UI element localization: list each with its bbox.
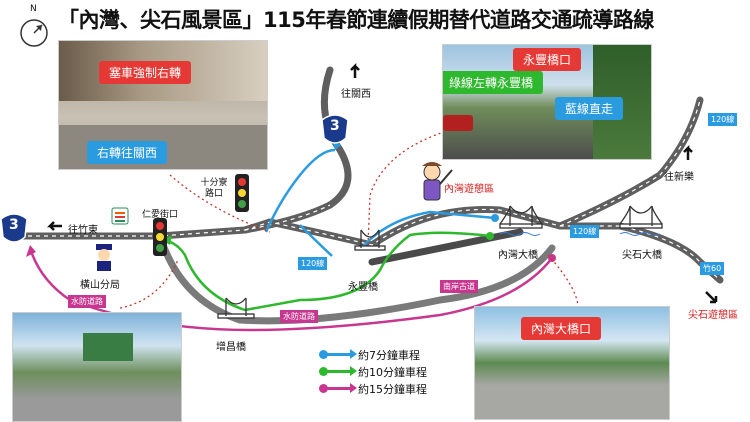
legend-label-blue: 約7分鐘車程 — [358, 348, 420, 362]
label-neiwan-bridge: 內灣大橋 — [498, 250, 538, 261]
photo-neiwan-bridge-junction: 內灣大橋口 — [474, 306, 670, 420]
road-tag-120-b: 120線 — [570, 225, 600, 238]
callout-neiwan-bridge — [547, 254, 579, 306]
route-blue-start — [491, 214, 499, 222]
highway-shield-3-north — [321, 114, 349, 144]
police-officer-icon — [96, 244, 112, 271]
guide-person-icon — [422, 162, 453, 201]
bridge-icons — [217, 205, 663, 319]
compass-north-label: N — [30, 4, 37, 14]
legend: 約7分鐘車程 約10分鐘車程 約15分鐘車程 — [319, 346, 427, 397]
shield-number-north: 3 — [330, 118, 340, 134]
road-tag-120-a: 120線 — [298, 257, 328, 270]
bridge-yongfeng-icon — [354, 229, 386, 251]
bridge-jianshi-icon — [619, 205, 663, 229]
label-guanxi: 往關西 — [341, 89, 371, 100]
road-east — [241, 205, 724, 284]
compass-icon — [20, 19, 48, 47]
label-zhudong: 往竹東 — [68, 225, 98, 236]
label-renai: 仁愛街口 — [142, 210, 179, 220]
bridge-neiwan-icon — [499, 205, 543, 229]
photo-br-label-a: 內灣大橋口 — [521, 317, 602, 340]
direction-arrows — [46, 62, 718, 304]
water-waves — [499, 232, 661, 236]
legend-item-blue: 約7分鐘車程 — [319, 346, 427, 363]
road-tag-zhu60: 竹60 — [700, 262, 725, 275]
route-green — [159, 231, 491, 312]
label-hengshan: 橫山分局 — [80, 280, 120, 291]
sign-board — [83, 333, 133, 361]
label-shiliao: 十分寮路口 — [200, 178, 228, 199]
label-jianshi-area: 尖石遊憩區 — [688, 310, 738, 321]
route-blue — [264, 148, 496, 257]
bridge-zengchang-icon — [217, 297, 255, 319]
photo-tl-top-label: 塞車強制右轉 — [99, 61, 192, 84]
label-zengchang: 增昌橋 — [216, 342, 246, 353]
shield-number-west: 3 — [9, 217, 19, 233]
label-xinle: 往新樂 — [664, 172, 694, 183]
road-north — [320, 66, 352, 209]
photo-yongfeng-junction: 永豐橋口 綠線左轉永豐橋 藍線直走 — [442, 44, 652, 160]
legend-label-magenta: 約15分鐘車程 — [358, 382, 427, 396]
label-neiwan-area: 內灣遊憩區 — [444, 184, 494, 195]
traffic-light-renai-icon — [153, 218, 167, 256]
label-yongfeng: 永豐橋 — [348, 282, 378, 293]
page-title: 「內灣、尖石風景區」115年春節連續假期替代道路交通疏導路線 — [58, 8, 654, 32]
legend-label-green: 約10分鐘車程 — [358, 365, 427, 379]
road-tag-nanan: 南岸古道 — [440, 280, 478, 293]
traffic-light-shiliao-icon — [235, 174, 249, 212]
photo-tr-label-b: 綠線左轉永豐橋 — [443, 71, 544, 94]
callout-renai — [119, 259, 179, 309]
route-green-start — [486, 232, 494, 240]
photo-tl-bottom-label: 右轉往關西 — [87, 141, 168, 164]
road-neiwan-link — [368, 228, 524, 266]
route-magenta — [28, 247, 553, 332]
callout-shiliao — [169, 174, 271, 233]
road-tag-120-c: 120線 — [708, 113, 738, 126]
road-tag-shuifang-a: 水防道路 — [68, 295, 106, 308]
photo-tr-label-c: 藍線直走 — [555, 97, 624, 120]
road-south — [156, 232, 556, 325]
photo-renai-junction — [12, 312, 182, 422]
photo-shiliao-junction: 塞車強制右轉 右轉往關西 — [58, 40, 268, 170]
route-magenta-arrow — [26, 245, 36, 257]
route-magenta-start — [548, 254, 556, 262]
callout-yongfeng — [367, 129, 451, 246]
legend-item-magenta: 約15分鐘車程 — [319, 380, 427, 397]
road-tag-shuifang-b: 水防道路 — [280, 310, 318, 323]
car — [443, 115, 473, 131]
label-jianshi-bridge: 尖石大橋 — [622, 250, 662, 261]
photo-tr-label-a: 永豐橋口 — [513, 48, 582, 71]
highway-shield-3-west — [0, 213, 28, 243]
convenience-store-icon — [111, 207, 129, 225]
legend-item-green: 約10分鐘車程 — [319, 363, 427, 380]
